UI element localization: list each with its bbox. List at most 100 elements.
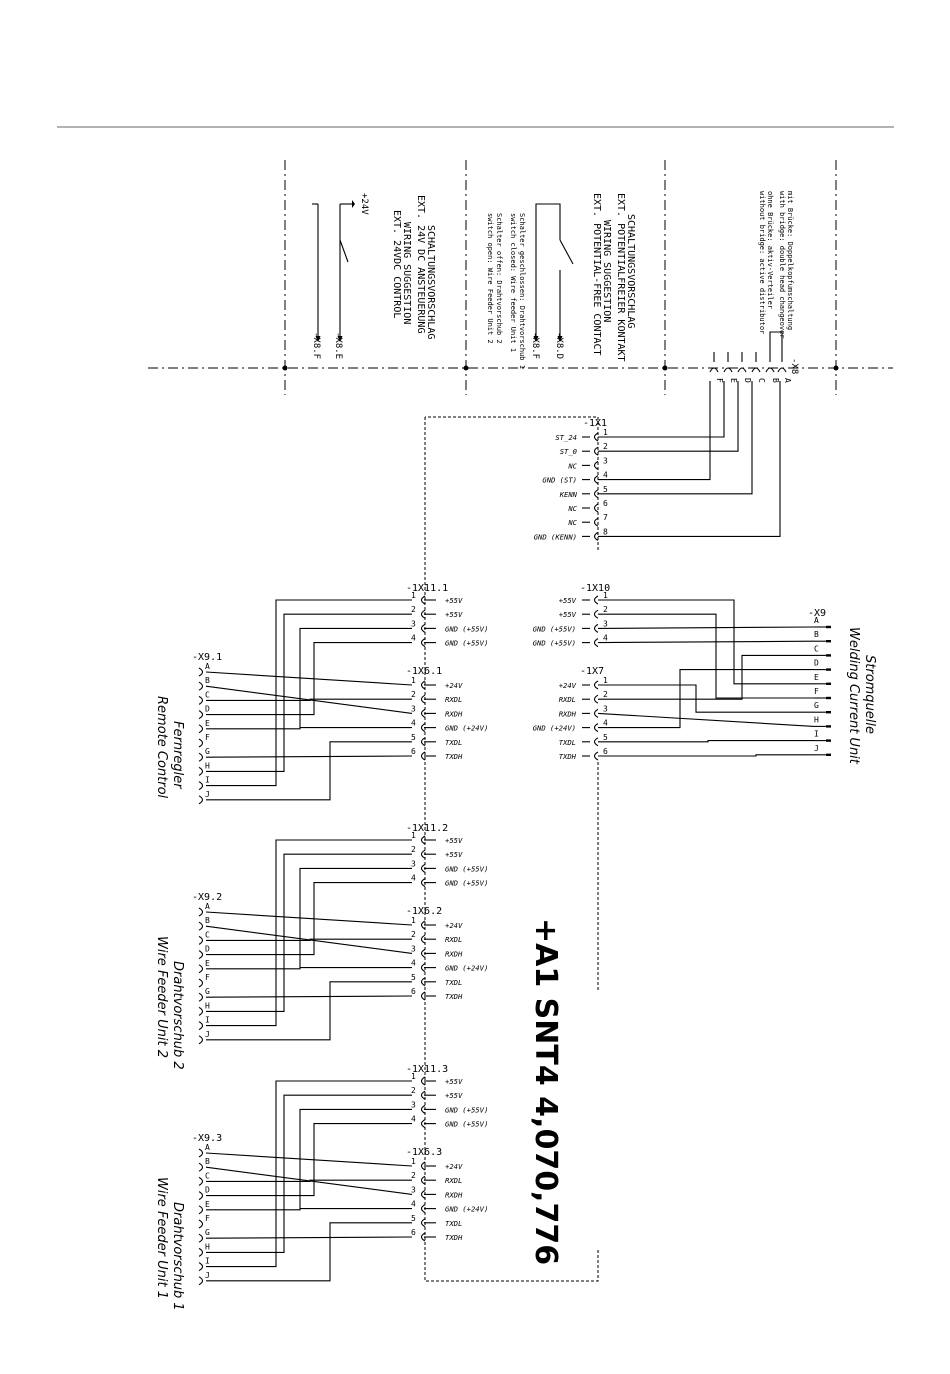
x7-pin-2: 2 bbox=[603, 690, 608, 699]
x10-label: -1X10 bbox=[580, 583, 610, 594]
x8-pin-label-A: A bbox=[783, 378, 792, 383]
plug-socket-2-G bbox=[198, 992, 204, 1002]
x10-pin-4: 4 bbox=[603, 634, 608, 643]
x6-socket-2-5 bbox=[420, 977, 426, 987]
plug-pin-3-D: D bbox=[205, 1186, 210, 1195]
x6-pin-1-2: 2 bbox=[411, 690, 416, 699]
plug-pin-3-E: E bbox=[205, 1200, 210, 1209]
x6-sig-2-1: +24V bbox=[445, 921, 463, 930]
x6-pin-2-6: 6 bbox=[411, 987, 416, 996]
x11-sig-2-1: +55V bbox=[445, 836, 463, 845]
x10-socket-3 bbox=[593, 623, 599, 633]
x10-wire-2 bbox=[598, 613, 814, 699]
x6-pin-2-4: 4 bbox=[411, 959, 416, 968]
x11-socket-2-1 bbox=[420, 835, 426, 845]
x6-socket-3-2 bbox=[420, 1175, 426, 1185]
x1-pin-6: 6 bbox=[603, 499, 608, 508]
target-x8f-2: -X8.F bbox=[530, 332, 540, 359]
x1-label: -1X1 bbox=[583, 418, 607, 429]
x9-pin-I: I bbox=[814, 730, 819, 739]
x7-pin-5: 5 bbox=[603, 733, 608, 742]
x6-sig-2-6: TXDH bbox=[445, 992, 463, 1001]
x6-pin-3-6: 6 bbox=[411, 1228, 416, 1237]
x1-wire-2 bbox=[598, 381, 739, 452]
x9-name-2: Welding Current Unit bbox=[846, 627, 861, 765]
x1-pin-8: 8 bbox=[603, 527, 608, 536]
x11-label-2: -1X11.2 bbox=[406, 823, 448, 834]
plug-socket-1-E bbox=[198, 724, 204, 734]
x11-pin-1-4: 4 bbox=[411, 634, 416, 643]
unit-name-3-b: Wire Feeder Unit 1 bbox=[154, 1177, 169, 1299]
x11-wire-3-1 bbox=[206, 1080, 412, 1268]
x7-sig-6: TXDH bbox=[559, 752, 577, 761]
x11-socket-3-2 bbox=[420, 1090, 426, 1100]
plug-socket-3-A bbox=[198, 1148, 204, 1158]
x6-wire-1-3 bbox=[205, 685, 413, 714]
x6-sig-1-2: RXDL bbox=[445, 695, 462, 704]
x6-wire-3-6 bbox=[205, 1236, 413, 1239]
x11-pin-1-2: 2 bbox=[411, 605, 416, 614]
switch-note-3: Schalter offen: Drahtvorschub 2 bbox=[495, 213, 503, 344]
plug-socket-1-B bbox=[198, 681, 204, 691]
plug-pin-1-I: I bbox=[205, 776, 210, 785]
x7-socket-5 bbox=[593, 737, 599, 747]
x11-wire-2-1 bbox=[206, 839, 412, 1027]
x11-wire-3-2 bbox=[206, 1094, 412, 1253]
x11-pin-2-3: 3 bbox=[411, 859, 416, 868]
board-outline bbox=[424, 416, 599, 1282]
plug-socket-1-D bbox=[198, 710, 204, 720]
x11-socket-1-2 bbox=[420, 609, 426, 619]
x6-wire-1-1 bbox=[205, 671, 413, 686]
x6-pin-1-5: 5 bbox=[411, 733, 416, 742]
x6-socket-1-6 bbox=[420, 751, 426, 761]
plug-socket-2-E bbox=[198, 964, 204, 974]
x11-sig-3-2: +55V bbox=[445, 1091, 463, 1100]
x11-sig-1-1: +55V bbox=[445, 596, 463, 605]
x9-pin-E: E bbox=[814, 673, 819, 682]
x7-sig-4: GND (+24V) bbox=[533, 724, 576, 733]
plug-socket-2-B bbox=[198, 921, 204, 931]
plug-pin-2-I: I bbox=[205, 1016, 210, 1025]
x6-wire-3-3 bbox=[205, 1166, 413, 1195]
plug-pin-3-A: A bbox=[205, 1143, 210, 1152]
x11-sig-3-4: GND (+55V) bbox=[445, 1120, 488, 1129]
x6-pin-3-5: 5 bbox=[411, 1214, 416, 1223]
plug-socket-1-J bbox=[198, 795, 204, 805]
plug-socket-2-C bbox=[198, 935, 204, 945]
plug-pin-2-G: G bbox=[205, 987, 210, 996]
plug-socket-2-A bbox=[198, 907, 204, 917]
x6-sig-3-3: RXDH bbox=[445, 1190, 463, 1199]
plug-pin-2-A: A bbox=[205, 902, 210, 911]
x10-sig-3: GND (+55V) bbox=[533, 624, 576, 633]
x9-pin-J: J bbox=[814, 744, 819, 753]
x6-sig-2-2: RXDL bbox=[445, 935, 462, 944]
x10-pin-3: 3 bbox=[603, 619, 608, 628]
x6-sig-3-2: RXDL bbox=[445, 1176, 462, 1185]
plug-socket-2-H bbox=[198, 1006, 204, 1016]
x1-pin-2: 2 bbox=[603, 442, 608, 451]
x6-socket-2-4 bbox=[420, 963, 426, 973]
x6-socket-3-1 bbox=[420, 1161, 426, 1171]
suggc-line4: EXT. POTENTIAL-FREE CONTACT bbox=[591, 193, 602, 356]
plug-pin-1-A: A bbox=[205, 662, 210, 671]
plug-socket-3-I bbox=[198, 1262, 204, 1272]
x6-socket-3-4 bbox=[420, 1204, 426, 1214]
x8-pin-label-C: C bbox=[757, 378, 766, 383]
x6-sig-2-4: GND (+24V) bbox=[445, 964, 488, 973]
x1-socket-4 bbox=[593, 475, 599, 485]
x8-bridge bbox=[769, 331, 783, 352]
x11-socket-1-3 bbox=[420, 623, 426, 633]
x6-socket-2-2 bbox=[420, 934, 426, 944]
x6-pin-3-4: 4 bbox=[411, 1200, 416, 1209]
x8-note-1: mit Brücke: Doppelkopfumschaltung bbox=[786, 191, 794, 330]
x6-sig-3-6: TXDH bbox=[445, 1233, 463, 1242]
x1-wire-5 bbox=[598, 381, 753, 495]
x8-pin-label-E: E bbox=[729, 378, 738, 383]
unit-name-2-b: Wire Feeder Unit 2 bbox=[154, 936, 169, 1058]
x6-socket-1-2 bbox=[420, 694, 426, 704]
x10-pin-2: 2 bbox=[603, 605, 608, 614]
